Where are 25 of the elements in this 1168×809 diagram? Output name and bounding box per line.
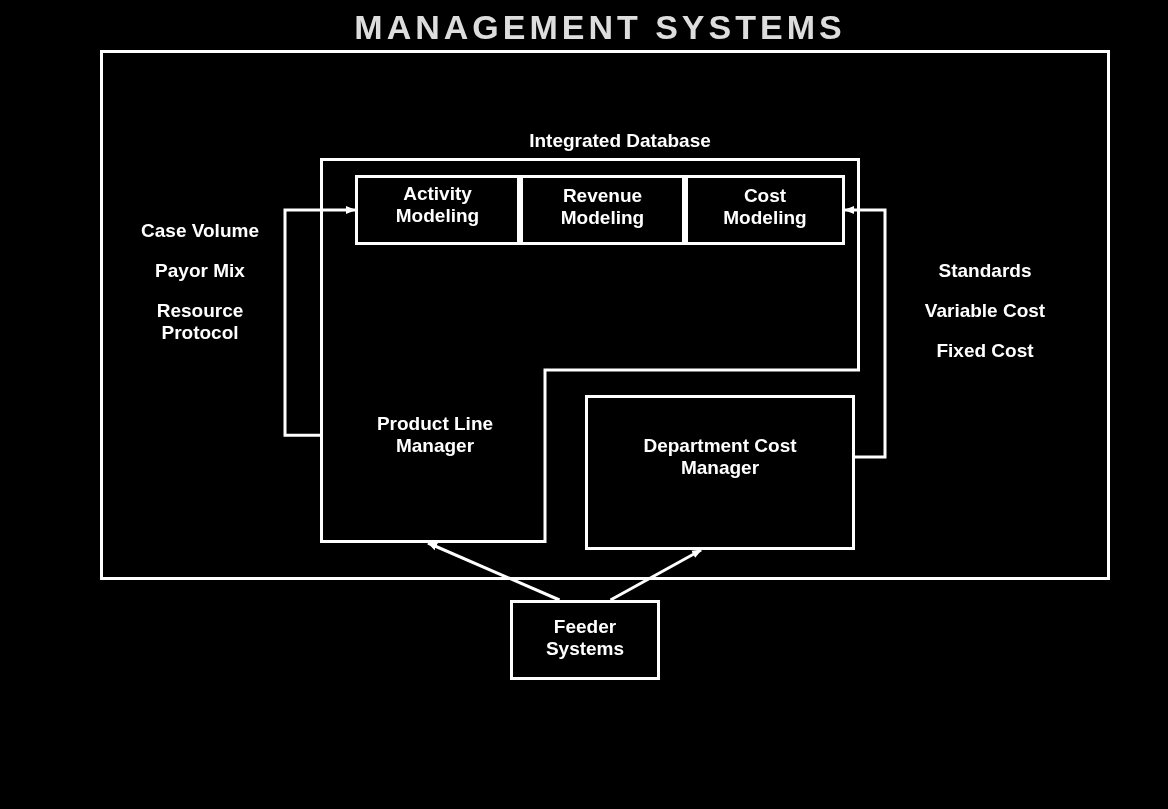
system-frame [100,50,1110,580]
l-shaped-box [320,158,860,543]
arrow [844,206,887,459]
box-label: Department Cost Manager [642,435,798,479]
input-label: Fixed Cost [935,340,1035,362]
arrow [283,206,356,437]
input-label: Payor Mix [154,260,246,282]
arrow [609,548,702,602]
box-label: Product Line Manager [375,413,495,457]
process-box [685,175,845,245]
input-label: Resource Protocol [155,300,245,344]
process-box [355,175,520,245]
box-label: Feeder Systems [544,616,626,660]
box-label: Activity Modeling [394,183,481,227]
process-box [585,395,855,550]
input-label: Variable Cost [923,300,1047,322]
input-label: Standards [937,260,1033,282]
process-box [510,600,660,680]
process-box [520,175,685,245]
input-label: Case Volume [140,220,260,242]
box-label: Cost Modeling [722,185,808,229]
box-label: Revenue Modeling [559,185,646,229]
heading: Integrated Database [528,130,712,152]
arrow [427,541,561,602]
title: MANAGEMENT SYSTEMS [353,8,847,47]
